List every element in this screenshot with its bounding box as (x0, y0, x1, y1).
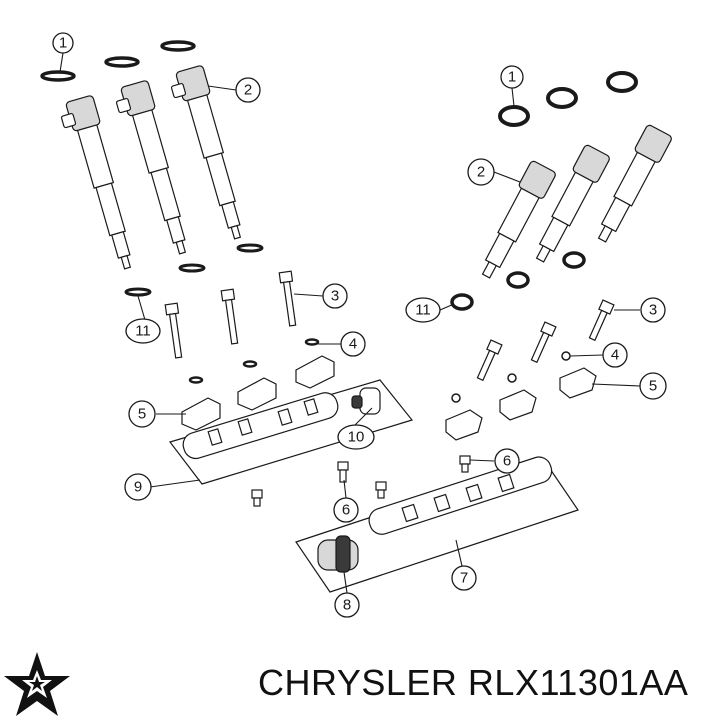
svg-text:9: 9 (134, 479, 142, 496)
svg-text:2: 2 (477, 164, 485, 181)
right-clamps (445, 367, 597, 441)
leader-lines (59, 52, 641, 594)
part-number: RLX11301AA (467, 662, 689, 703)
svg-text:1: 1 (59, 35, 67, 52)
callout-1-left: 1 (52, 32, 74, 54)
left-fuel-rail-assembly (168, 379, 414, 485)
right-fuel-rail-assembly (295, 456, 579, 593)
svg-text:4: 4 (611, 347, 619, 364)
left-bolts (164, 270, 297, 359)
brand-name: CHRYSLER (258, 662, 458, 703)
callout-7: 7 (451, 565, 477, 591)
part-caption: CHRYSLER RLX11301AA (258, 662, 688, 704)
callout-6-right: 6 (494, 448, 520, 474)
left-seal-rings (40, 40, 196, 82)
svg-text:11: 11 (415, 302, 431, 319)
svg-text:4: 4 (349, 336, 357, 353)
callout-4-right: 4 (602, 342, 628, 368)
callout-10: 10 (337, 424, 375, 450)
svg-text:8: 8 (343, 597, 351, 614)
svg-text:6: 6 (342, 502, 350, 519)
left-injectors (60, 65, 242, 270)
callout-11-left: 11 (125, 318, 161, 344)
callout-5-right: 5 (639, 372, 667, 400)
svg-text:5: 5 (138, 406, 146, 423)
callout-9: 9 (124, 473, 152, 501)
svg-text:3: 3 (331, 288, 339, 305)
svg-text:7: 7 (460, 570, 468, 587)
callout-4-left: 4 (340, 331, 366, 357)
left-clamps (181, 355, 335, 431)
right-small-bolts (375, 455, 471, 499)
right-seal-rings (498, 71, 638, 127)
svg-text:5: 5 (649, 378, 657, 395)
callout-2-left: 2 (235, 77, 261, 103)
callout-8: 8 (334, 592, 360, 618)
left-small-bolts (251, 461, 349, 507)
svg-text:3: 3 (649, 302, 657, 319)
callout-3-left: 3 (322, 283, 348, 309)
svg-text:6: 6 (503, 453, 511, 470)
callout-2-right: 2 (467, 158, 495, 186)
right-lower-seals (450, 251, 586, 311)
callout-6-left: 6 (333, 497, 359, 523)
svg-text:2: 2 (244, 82, 252, 99)
chrysler-pentastar-icon (4, 652, 70, 716)
svg-text:1: 1 (508, 69, 516, 86)
left-lower-seals (124, 243, 264, 297)
callout-1-right: 1 (500, 65, 524, 89)
right-washers (451, 351, 571, 403)
svg-text:11: 11 (135, 323, 151, 340)
right-injectors (481, 124, 672, 279)
callout-5-left: 5 (128, 400, 156, 428)
callout-3-right: 3 (640, 297, 666, 323)
left-washers (188, 338, 320, 384)
right-bolts (476, 299, 615, 382)
callout-11-right: 11 (405, 297, 441, 323)
svg-text:10: 10 (348, 429, 365, 446)
